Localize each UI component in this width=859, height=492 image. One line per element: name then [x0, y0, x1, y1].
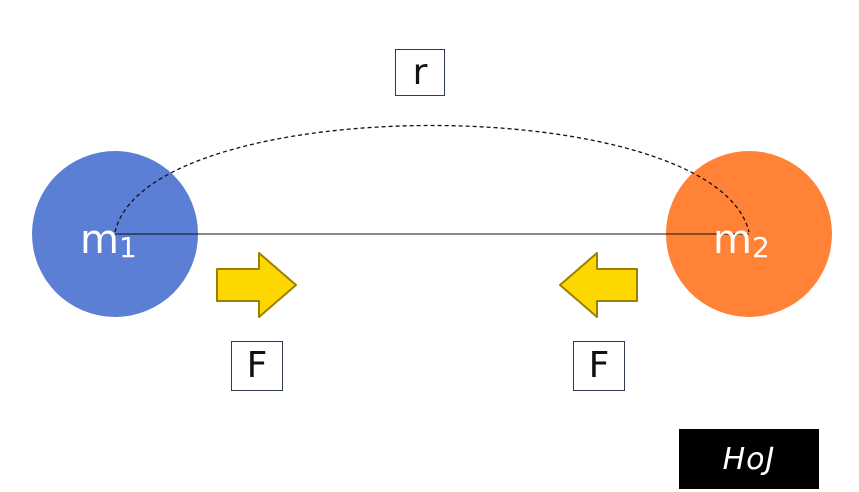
logo-text: HoJ	[722, 441, 776, 477]
mass1-label: m1	[80, 217, 137, 264]
arrow-right-icon	[216, 252, 297, 318]
force-label-left: F	[231, 341, 283, 391]
mass2-label: m2	[713, 217, 770, 264]
distance-arc	[114, 124, 750, 233]
distance-label-r: r	[395, 49, 445, 96]
arrow-left-icon	[559, 252, 638, 318]
hoj-logo: HoJ	[679, 429, 819, 489]
force-label-right: F	[573, 341, 625, 391]
